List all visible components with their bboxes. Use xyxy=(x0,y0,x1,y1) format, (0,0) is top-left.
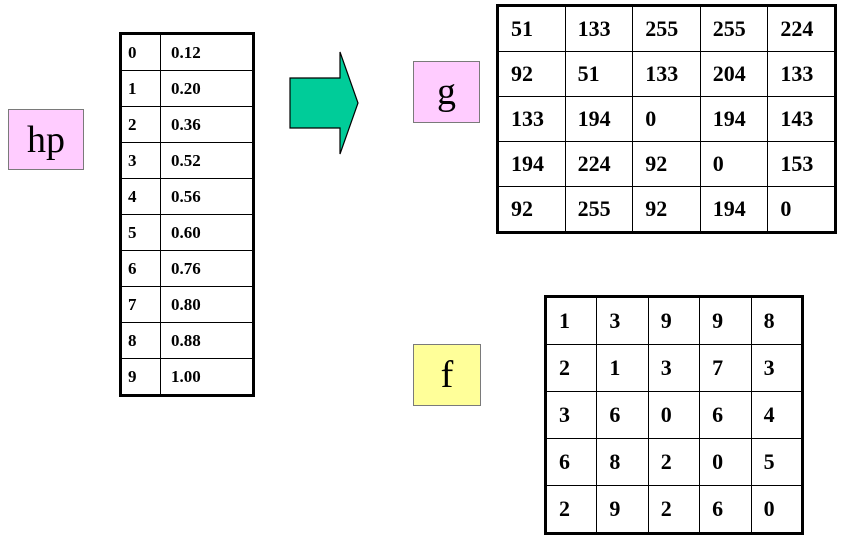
g-matrix-cell: 0 xyxy=(632,96,701,142)
g-label: g xyxy=(413,61,480,123)
hp-value-cell: 0.60 xyxy=(160,214,254,251)
f-matrix-cell: 3 xyxy=(596,296,649,345)
f-matrix-cell: 2 xyxy=(647,485,701,534)
g-matrix-cell: 194 xyxy=(699,96,769,142)
g-matrix-cell: 194 xyxy=(564,96,634,142)
f-matrix-cell: 3 xyxy=(544,391,598,439)
g-matrix-cell: 255 xyxy=(699,5,769,52)
f-matrix-cell: 6 xyxy=(544,438,598,486)
f-label: f xyxy=(413,344,481,406)
f-matrix-cell: 3 xyxy=(647,344,701,392)
hp-value-cell: 0.20 xyxy=(160,70,254,107)
g-matrix-cell: 51 xyxy=(497,5,566,52)
g-matrix-cell: 194 xyxy=(699,186,769,233)
hp-value-cell: 0.12 xyxy=(160,33,254,71)
g-matrix-cell: 51 xyxy=(564,51,634,97)
g-matrix-cell: 0 xyxy=(699,141,769,187)
g-matrix-cell: 133 xyxy=(632,51,701,97)
g-matrix-cell: 143 xyxy=(767,96,836,142)
hp-index-cell: 0 xyxy=(120,33,161,71)
hp-value-cell: 0.52 xyxy=(160,142,254,179)
f-matrix-cell: 0 xyxy=(699,438,752,486)
g-matrix-cell: 224 xyxy=(564,141,634,187)
f-matrix-cell: 6 xyxy=(596,391,649,439)
hp-index-cell: 3 xyxy=(120,142,161,179)
hp-index-cell: 2 xyxy=(120,106,161,143)
hp-index-cell: 7 xyxy=(120,286,161,323)
hp-value-cell: 0.56 xyxy=(160,178,254,215)
f-matrix-cell: 8 xyxy=(596,438,649,486)
g-matrix-cell: 255 xyxy=(632,5,701,52)
g-matrix-cell: 133 xyxy=(497,96,566,142)
f-matrix-cell: 2 xyxy=(544,344,598,392)
hp-label: hp xyxy=(8,109,84,170)
f-matrix-cell: 1 xyxy=(544,296,598,345)
f-matrix-cell: 7 xyxy=(699,344,752,392)
f-matrix-cell: 8 xyxy=(750,296,804,345)
g-matrix-cell: 255 xyxy=(564,186,634,233)
g-matrix-cell: 92 xyxy=(632,141,701,187)
hp-value-cell: 0.76 xyxy=(160,250,254,287)
g-matrix-cell: 133 xyxy=(767,51,836,97)
g-matrix-cell: 133 xyxy=(564,5,634,52)
f-matrix-cell: 6 xyxy=(699,485,752,534)
hp-value-cell: 0.80 xyxy=(160,286,254,323)
hp-index-cell: 4 xyxy=(120,178,161,215)
f-matrix-cell: 2 xyxy=(544,485,598,534)
hp-index-cell: 1 xyxy=(120,70,161,107)
g-matrix-cell: 0 xyxy=(767,186,836,233)
g-matrix-cell: 92 xyxy=(497,186,566,233)
g-matrix-cell: 92 xyxy=(632,186,701,233)
f-matrix-cell: 2 xyxy=(647,438,701,486)
hp-value-cell: 1.00 xyxy=(160,358,254,396)
f-matrix-cell: 6 xyxy=(699,391,752,439)
hp-index-cell: 5 xyxy=(120,214,161,251)
hp-value-cell: 0.88 xyxy=(160,322,254,359)
hp-value-cell: 0.36 xyxy=(160,106,254,143)
f-matrix-cell: 4 xyxy=(750,391,804,439)
g-matrix-cell: 194 xyxy=(497,141,566,187)
f-matrix-cell: 0 xyxy=(750,485,804,534)
hp-index-cell: 8 xyxy=(120,322,161,359)
g-matrix-cell: 92 xyxy=(497,51,566,97)
f-matrix-cell: 3 xyxy=(750,344,804,392)
g-matrix-cell: 153 xyxy=(767,141,836,187)
g-matrix-cell: 204 xyxy=(699,51,769,97)
right-arrow-icon xyxy=(289,51,359,155)
hp-index-cell: 6 xyxy=(120,250,161,287)
f-matrix-cell: 1 xyxy=(596,344,649,392)
f-matrix-cell: 0 xyxy=(647,391,701,439)
f-matrix-cell: 9 xyxy=(699,296,752,345)
f-matrix-cell: 9 xyxy=(647,296,701,345)
f-matrix-cell: 9 xyxy=(596,485,649,534)
hp-index-cell: 9 xyxy=(120,358,161,396)
g-matrix-cell: 224 xyxy=(767,5,836,52)
f-matrix-cell: 5 xyxy=(750,438,804,486)
